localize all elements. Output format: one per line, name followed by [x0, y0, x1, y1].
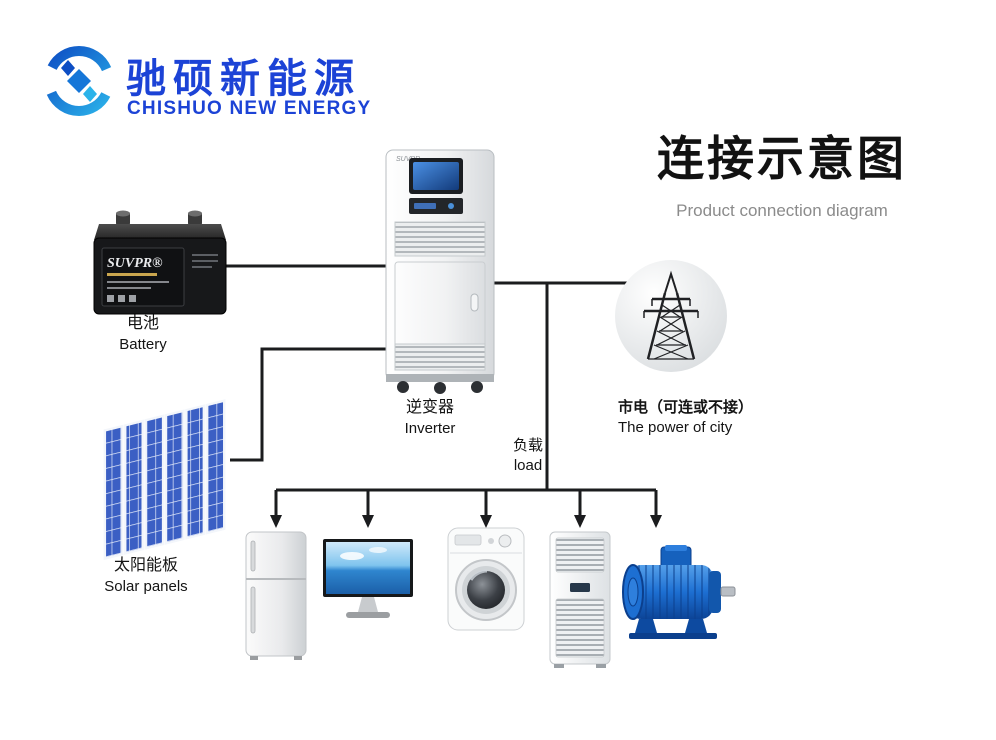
battery-illustration: SUVPR®	[93, 210, 227, 315]
wire-solar-inverter	[230, 347, 386, 462]
battery-label-en: Battery	[119, 335, 167, 353]
electric-motor-icon	[622, 545, 736, 639]
load-label: 负载 load	[500, 436, 556, 475]
battery-label: 电池 Battery	[88, 314, 198, 354]
inverter-label-en: Inverter	[404, 419, 456, 437]
solar-panels-illustration	[103, 399, 226, 561]
city-power-label: 市电（可连或不接） The power of city	[618, 398, 788, 437]
air-conditioner-icon	[549, 531, 611, 668]
brand-logo-icon	[44, 46, 114, 116]
page-title: 连接示意图	[657, 132, 907, 185]
inverter-label: 逆变器 Inverter	[370, 398, 490, 438]
washing-machine-icon	[447, 527, 525, 631]
brand-name-cn: 驰硕新能源	[126, 57, 361, 101]
inverter-brand-text: SUVPR	[396, 156, 420, 163]
city-power-label-cn: 市电（可连或不接）	[618, 399, 754, 416]
battery-brand-text: SUVPR®	[107, 256, 163, 271]
solar-panels-label-en: Solar panels	[104, 577, 188, 595]
solar-panels-label-cn: 太阳能板	[113, 557, 178, 574]
brand-header: 驰硕新能源 CHISHUO NEW ENERGY	[40, 42, 380, 126]
city-power-badge	[615, 260, 727, 372]
page-subtitle: Product connection diagram	[676, 201, 888, 220]
inverter-illustration: SUVPR	[385, 149, 495, 394]
brand-name-en: CHISHUO NEW ENERGY	[127, 98, 372, 119]
title-block: 连接示意图 Product connection diagram	[650, 120, 914, 221]
refrigerator-icon	[245, 531, 307, 660]
transmission-tower-icon	[643, 270, 699, 360]
solar-panels-label: 太阳能板 Solar panels	[86, 556, 206, 596]
inverter-label-cn: 逆变器	[405, 399, 454, 416]
monitor-icon	[323, 539, 413, 618]
load-label-en: load	[513, 456, 543, 474]
load-label-cn: 负载	[512, 437, 543, 454]
battery-label-cn: 电池	[126, 315, 159, 332]
city-power-label-en: The power of city	[618, 418, 733, 436]
